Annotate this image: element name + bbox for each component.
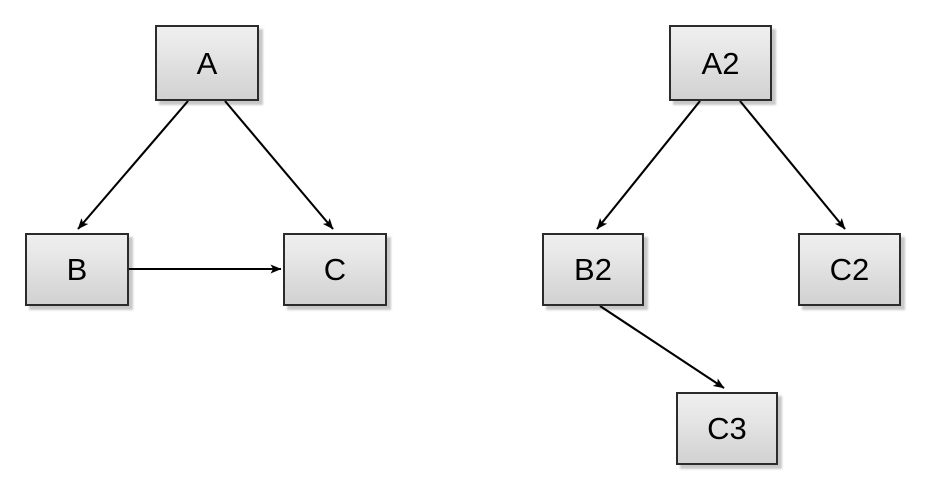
node-b-label: B <box>66 252 88 287</box>
edge-b2-to-c3 <box>599 305 725 389</box>
node-b2-label: B2 <box>574 252 612 287</box>
node-c-label: C <box>323 252 347 287</box>
edge-a-to-b <box>77 100 189 230</box>
node-b2[interactable]: B2 <box>542 233 644 306</box>
edge-a2-to-b2 <box>596 100 701 230</box>
node-a2[interactable]: A2 <box>669 25 772 101</box>
node-c2[interactable]: C2 <box>798 233 901 306</box>
node-c2-label: C2 <box>829 252 870 287</box>
node-c3-label: C3 <box>707 411 747 446</box>
node-a-label: A <box>196 45 218 81</box>
edge-a2-to-c2 <box>739 100 846 230</box>
node-a2-label: A2 <box>701 45 740 81</box>
edge-a-to-c <box>224 100 334 230</box>
node-a[interactable]: A <box>155 25 259 101</box>
node-c3[interactable]: C3 <box>676 392 778 465</box>
node-c[interactable]: C <box>283 233 387 306</box>
node-b[interactable]: B <box>25 233 129 306</box>
